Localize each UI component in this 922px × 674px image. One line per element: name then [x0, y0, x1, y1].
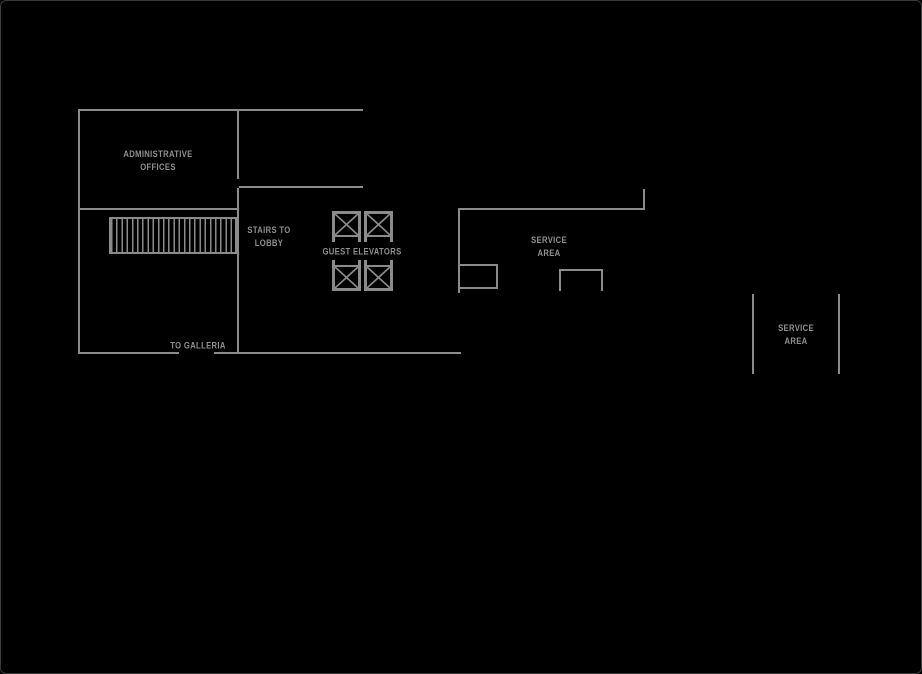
wall-admin-bottom — [78, 208, 239, 210]
wall-admin-right — [237, 109, 239, 179]
elevator-icon — [332, 211, 361, 242]
elevator-icon — [332, 260, 361, 291]
wall-service-corner-stub — [643, 189, 645, 210]
wall-right-service-right — [838, 294, 840, 374]
service-area-center-label: SERVICE AREA — [531, 235, 567, 258]
wall-bottom-right — [214, 352, 461, 354]
service-u-fixture-top — [559, 269, 603, 271]
wall-corridor-top — [239, 186, 363, 188]
to-galleria-label: TO GALLERIA — [170, 340, 226, 351]
service-counter-box — [458, 264, 498, 289]
admin-offices-label: ADMINISTRATIVE OFFICES — [123, 149, 193, 172]
stairs-to-lobby-label: STAIRS TO LOBBY — [247, 225, 291, 248]
elevator-icon — [364, 211, 393, 242]
wall-service-top — [458, 208, 645, 210]
wall-service-left — [458, 208, 460, 293]
wall-center-vertical — [237, 188, 239, 354]
wall-bottom-left — [78, 352, 179, 354]
wall-top-outer — [78, 109, 363, 111]
service-u-fixture-left — [559, 269, 561, 291]
wall-left-outer — [78, 109, 80, 354]
stairs-icon — [109, 217, 237, 254]
elevator-icon — [364, 260, 393, 291]
wall-right-service-left — [752, 294, 754, 374]
service-area-right-label: SERVICE AREA — [778, 323, 814, 346]
guest-elevators-label: GUEST ELEVATORS — [322, 246, 402, 257]
service-u-fixture-right — [601, 269, 603, 291]
